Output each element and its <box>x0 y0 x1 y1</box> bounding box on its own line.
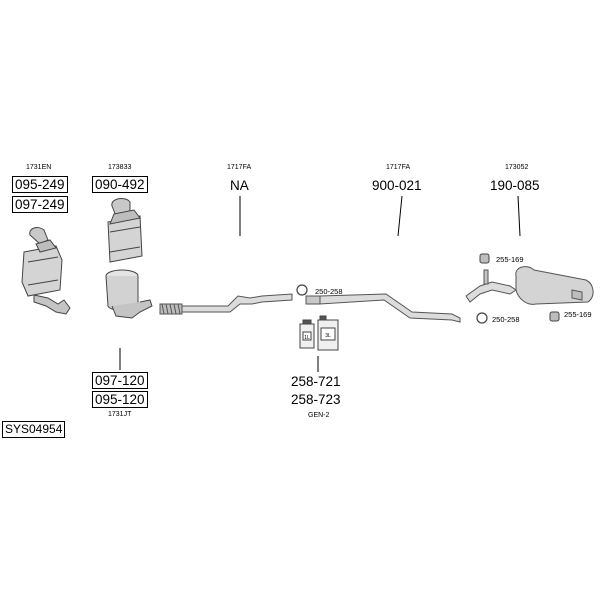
ref-rear: 173052 <box>505 164 529 171</box>
hanger-icon-top <box>479 253 490 264</box>
bottle-label-large: 3L <box>325 333 331 339</box>
code-cat2b-a: 097-120 <box>92 372 148 389</box>
clamp-icon-rear <box>476 312 488 324</box>
clamp-icon-mid <box>296 284 308 296</box>
ref-cat2b: 1731JT <box>108 411 132 418</box>
catalyst-upper <box>107 198 143 263</box>
ref-front: 1717FA <box>227 164 252 171</box>
leader-rear <box>517 195 521 237</box>
paste-bottle-icon <box>299 319 315 349</box>
catalyst-left <box>21 227 71 315</box>
middle-pipe <box>305 293 461 323</box>
code-assembly-a: 258-721 <box>291 374 341 389</box>
system-id: SYS04954 <box>2 421 66 438</box>
leader-mid <box>397 195 403 237</box>
code-front: NA <box>230 178 249 193</box>
code-cat1-b: 097-249 <box>12 196 68 213</box>
ref-assembly: GEN-2 <box>308 412 330 419</box>
ref-cat1: 1731EN <box>26 164 52 171</box>
code-cat1-a: 095-249 <box>12 176 68 193</box>
code-mid: 900-021 <box>372 178 422 193</box>
label-hanger-top: 255-169 <box>496 255 524 264</box>
hanger-icon-bottom <box>549 311 560 322</box>
bottle-label-small: 1L <box>304 335 310 341</box>
paste-can-icon <box>317 315 339 351</box>
code-rear: 190-085 <box>490 178 540 193</box>
rear-silencer <box>465 266 594 305</box>
code-cat2: 090-492 <box>92 176 148 193</box>
label-hanger-bottom: 255-169 <box>564 310 592 319</box>
code-cat2b-b: 095-120 <box>92 391 148 408</box>
label-clamp-mid: 250-258 <box>315 287 343 296</box>
ref-cat2: 173833 <box>108 164 132 171</box>
label-clamp-rear: 250-258 <box>492 315 520 324</box>
front-pipe <box>159 293 293 315</box>
catalyst-lower <box>105 269 153 319</box>
ref-mid: 1717FA <box>386 164 411 171</box>
code-assembly-b: 258-723 <box>291 392 341 407</box>
